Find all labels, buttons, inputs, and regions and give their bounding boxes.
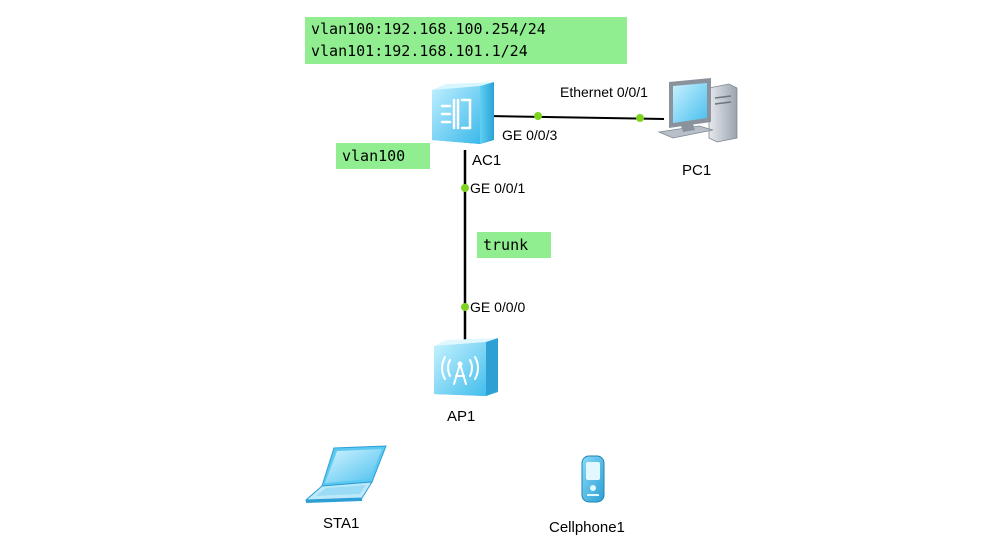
link-ac1-pc1[interactable] <box>487 115 665 120</box>
port-dot-ac1-ge001 <box>461 184 469 192</box>
access-controller-icon[interactable] <box>428 80 498 146</box>
cellphone-icon[interactable] <box>578 454 608 504</box>
port-label-ap1-ge000: GE 0/0/0 <box>470 299 526 315</box>
ip-note-line-1: vlan100:192.168.100.254/24 <box>311 20 546 38</box>
desktop-computer-icon[interactable] <box>655 76 739 144</box>
cellphone1-label: Cellphone1 <box>549 519 625 536</box>
sta1-label: STA1 <box>323 515 360 532</box>
pc1-label: PC1 <box>682 162 712 179</box>
port-label-ac1-ge001: GE 0/0/1 <box>470 180 526 196</box>
wireless-access-point-icon[interactable] <box>428 338 502 398</box>
port-dot-ap1-ge000 <box>461 303 469 311</box>
ip-note-line-2: vlan101:192.168.101.1/24 <box>311 42 528 60</box>
ip-address-note[interactable]: vlan100:192.168.100.254/24 vlan101:192.1… <box>305 17 627 64</box>
vlan-note[interactable]: vlan100 <box>336 143 430 169</box>
port-label-pc1-eth001: Ethernet 0/0/1 <box>560 84 648 100</box>
laptop-icon[interactable] <box>304 444 388 504</box>
trunk-note[interactable]: trunk <box>477 232 551 258</box>
port-label-ac1-ge003: GE 0/0/3 <box>502 127 558 143</box>
ap1-label: AP1 <box>447 408 476 425</box>
port-dot-pc1-eth001 <box>636 114 644 122</box>
port-dot-ac1-ge003 <box>534 112 542 120</box>
ac1-label: AC1 <box>472 152 502 169</box>
